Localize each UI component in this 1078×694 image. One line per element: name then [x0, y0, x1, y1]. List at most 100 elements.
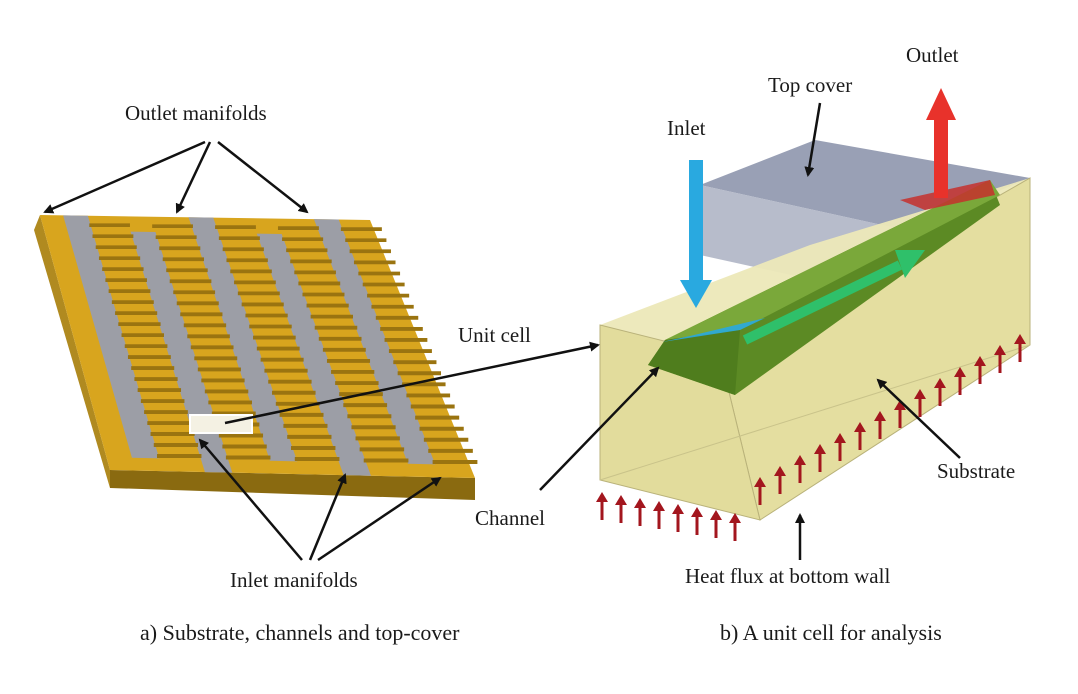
channel-fin: [208, 400, 252, 405]
channel-fin: [291, 445, 336, 450]
channel-fin: [410, 404, 455, 409]
channel-fin: [155, 235, 197, 240]
channel-fin: [230, 269, 272, 274]
heat-flux-arrow: [634, 498, 646, 526]
heat-sink-plate: [34, 215, 478, 500]
label-outlet-manifolds: Outlet manifolds: [125, 101, 267, 125]
channel-fin: [343, 403, 388, 408]
unit-cell-leader: [224, 341, 600, 425]
substrate-leader: [876, 378, 961, 459]
leader-lines: [43, 102, 961, 562]
inlet-leader-3: [317, 476, 442, 562]
channel-fin: [331, 370, 375, 374]
channel-fin: [353, 260, 396, 265]
channel-fin: [393, 360, 437, 365]
channel-fin: [127, 355, 171, 360]
channel-fin: [218, 236, 260, 241]
heat-flux-arrow: [914, 389, 926, 417]
channel-fin: [406, 393, 451, 398]
channel-top: [665, 180, 1000, 340]
channel-fin: [115, 311, 158, 316]
channel-fin: [147, 421, 192, 426]
caption-a: a) Substrate, channels and top-cover: [140, 620, 460, 645]
heat-flux-arrow: [615, 495, 627, 523]
channel-fin: [173, 290, 216, 295]
channel-fin: [105, 278, 147, 283]
channel-fin: [318, 336, 362, 341]
channel-fin: [222, 247, 264, 252]
heat-flux-arrows: [596, 334, 1026, 541]
channel-fin: [397, 371, 442, 376]
channel-fin: [253, 335, 296, 340]
manifold-strip: [63, 215, 160, 459]
channel-fin: [290, 259, 332, 264]
channel-fin: [131, 366, 175, 371]
channel-fin: [152, 224, 193, 229]
channel-fin: [310, 314, 353, 319]
heat-flux-arrow: [729, 513, 741, 541]
plate-left-edge: [34, 215, 110, 488]
caption-b: b) A unit cell for analysis: [720, 620, 942, 645]
channel-fin: [322, 347, 366, 352]
outlet-arrow-shaft: [934, 118, 948, 198]
channel-fin: [388, 349, 432, 354]
heat-flux-arrow: [653, 501, 665, 529]
channel-fin: [118, 322, 161, 327]
channel-fin: [215, 225, 256, 230]
channel-fin: [359, 447, 405, 452]
channel-fin: [363, 458, 409, 463]
channel-fin: [111, 300, 154, 305]
unit-cell-marker: [189, 414, 253, 434]
flow-arrow-head: [895, 250, 925, 278]
label-heat-flux: Heat flux at bottom wall: [685, 564, 890, 588]
channel-fin: [137, 388, 182, 393]
channel-fin: [187, 334, 230, 339]
channel-fin: [159, 246, 201, 251]
channel-fin: [249, 324, 292, 329]
channel-fin: [134, 377, 178, 382]
channel-fin: [371, 304, 414, 309]
channel-fin: [326, 358, 371, 363]
label-substrate: Substrate: [937, 459, 1015, 483]
label-inlet: Inlet: [667, 116, 706, 140]
channel-fin: [380, 326, 423, 331]
heat-flux-arrow: [794, 455, 806, 483]
heat-flux-arrow: [834, 433, 846, 461]
channel-fin: [306, 303, 349, 308]
channel-fin: [162, 257, 205, 262]
channel-fin: [180, 312, 223, 317]
channel-fin: [302, 292, 345, 297]
channel-fin: [102, 267, 144, 272]
channel-fin: [351, 425, 396, 430]
channel-fin: [194, 356, 238, 361]
channel-fin: [345, 238, 387, 243]
channel-fin: [237, 291, 280, 296]
substrate-inner-edge: [599, 344, 1031, 481]
outlet-leader-3: [217, 141, 309, 214]
heat-flux-arrow: [934, 378, 946, 406]
channel-fin: [245, 313, 288, 318]
channel-fin: [204, 389, 249, 394]
heat-flux-arrow: [974, 356, 986, 384]
heat-flux-arrow: [814, 444, 826, 472]
channel-fin: [156, 454, 202, 459]
channel-fin: [92, 234, 134, 239]
channel-fin: [225, 455, 271, 460]
heat-flux-arrow: [954, 367, 966, 395]
inlet-arrow-shaft: [689, 160, 703, 282]
label-unit-cell: Unit cell: [458, 323, 531, 347]
plate-front-edge: [110, 470, 475, 500]
inlet-leader-1: [198, 438, 303, 561]
label-inlet-manifolds: Inlet manifolds: [230, 568, 358, 592]
unit-cell-3d: [596, 88, 1031, 541]
channel-fin: [98, 256, 141, 261]
channel-fin: [335, 381, 379, 385]
heat-flux-arrow: [691, 507, 703, 535]
channel-fin: [384, 338, 428, 342]
channel-fin: [283, 423, 328, 428]
plate-detail: [63, 215, 478, 476]
heat-flux-arrow: [894, 400, 906, 428]
channel-fin: [260, 357, 304, 362]
